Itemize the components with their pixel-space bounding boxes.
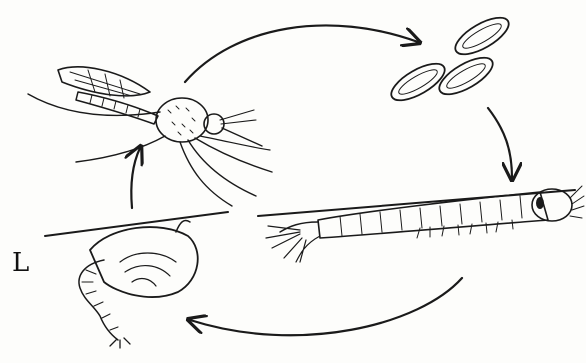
arrow-eggs-to-larva	[488, 108, 512, 178]
larva	[266, 186, 584, 262]
arrow-pupa-to-adult	[131, 148, 140, 208]
arrow-larva-to-pupa	[190, 278, 462, 335]
water-surface-left	[45, 212, 228, 236]
arrow-adult-to-eggs	[185, 25, 418, 82]
label-L: L	[12, 248, 29, 278]
eggs	[386, 11, 514, 108]
pupa	[79, 220, 198, 348]
adult-mosquito	[28, 67, 272, 206]
